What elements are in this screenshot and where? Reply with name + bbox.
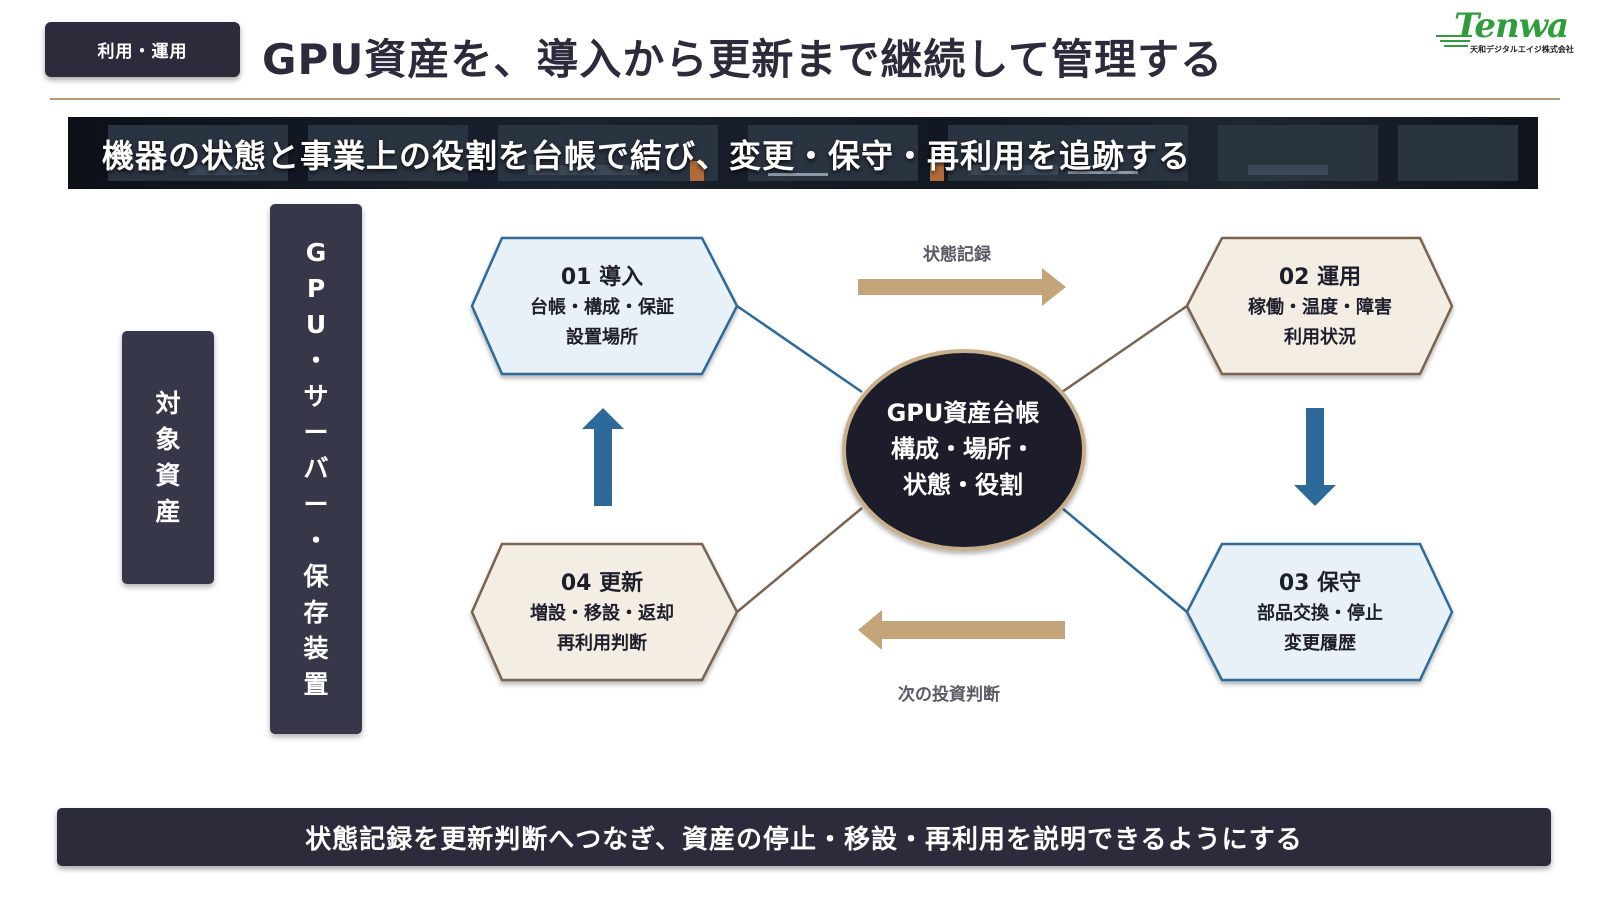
server-rack-image: [108, 125, 1518, 181]
asset-types-label: G P U ・ サ ー バ ー ・ 保 存 装 置: [270, 204, 362, 734]
banner-caption: 機器の状態と事業上の役割を台帳で結び、変更・保守・再利用を追跡する: [102, 137, 1192, 175]
summary-footer: 状態記録を更新判断へつなぎ、資産の停止・移設・再利用を説明できるようにする: [57, 808, 1551, 866]
node-03-label: 03 保守 部品交換・停止 変更履歴: [1257, 571, 1383, 654]
hero-banner: 機器の状態と事業上の役割を台帳で結び、変更・保守・再利用を追跡する: [68, 117, 1538, 189]
hex-node-04: [470, 542, 739, 682]
connector-04: [736, 507, 863, 613]
target-assets-label: 対 象 資 産: [122, 331, 214, 584]
header-divider: [50, 98, 1560, 100]
node-04-label: 04 更新 増設・移設・返却 再利用判断: [530, 571, 674, 654]
center-ledger-circle: [842, 349, 1086, 551]
node-02-label: 02 運用 稼働・温度・障害 利用状況: [1248, 265, 1392, 348]
arrow-down-icon: [1294, 408, 1336, 506]
arrow-left-icon: [858, 610, 1065, 650]
arrow-right-icon: [858, 268, 1066, 306]
arrow-up-icon: [582, 408, 624, 506]
arrow-label-bottom: 次の投資判断: [898, 685, 1000, 705]
connector-03: [1061, 507, 1188, 613]
hex-node-02: [1185, 236, 1454, 376]
center-ledger-label: GPU資産台帳 構成・場所・ 状態・役割: [886, 399, 1040, 499]
hex-node-01: [470, 236, 739, 376]
connector-01: [736, 304, 863, 394]
section-badge: 利用・運用: [45, 22, 240, 77]
logo-swoosh-icon: [1436, 35, 1472, 47]
hex-node-03: [1185, 542, 1454, 682]
connector-02: [1061, 304, 1188, 394]
page-title: GPU資産を、導入から更新まで継続して管理する: [262, 35, 1224, 84]
node-01-label: 01 導入 台帳・構成・保証 設置場所: [530, 265, 674, 348]
arrow-label-top: 状態記録: [923, 245, 991, 265]
logo-wordmark: Tenwa: [1454, 6, 1569, 46]
logo-subtitle: 天和デジタルエイジ株式会社: [1470, 45, 1574, 54]
company-logo: Tenwa 天和デジタルエイジ株式会社: [1436, 6, 1588, 58]
